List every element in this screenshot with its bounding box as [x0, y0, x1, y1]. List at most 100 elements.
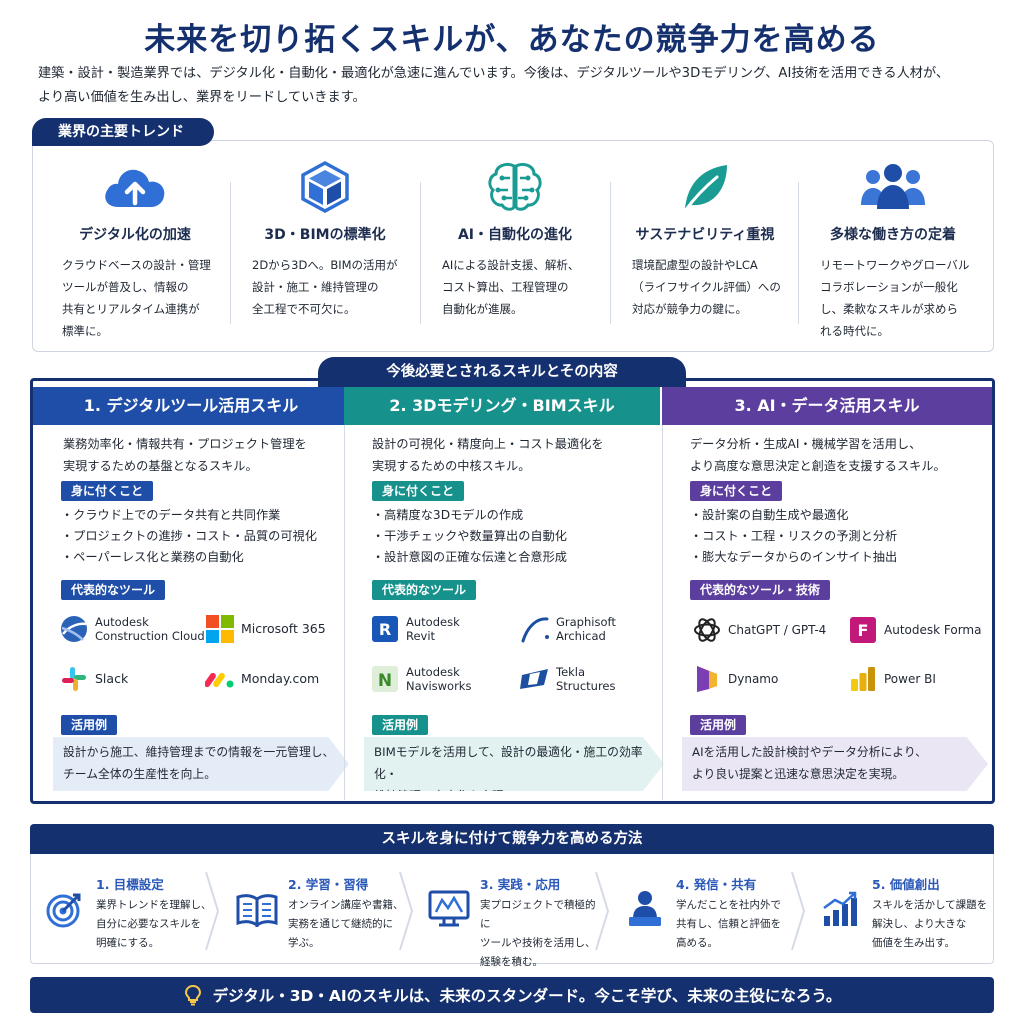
- method-step: 3. 実践・応用 実プロジェクトで積極的に ツールや技術を活用し、 経験を積む。: [420, 862, 610, 968]
- divider: [610, 182, 611, 324]
- trend-desc-line: リモートワークやグローバル: [820, 258, 970, 272]
- chevron-right-icon: [595, 871, 610, 951]
- autodesk-cc-logo-icon: [59, 614, 89, 644]
- example-box: AIを活用した設計検討やデータ分析により、 より良い提案と迅速な意思決定を実現。: [682, 737, 988, 791]
- tool-name-line: Graphisoft: [556, 615, 616, 629]
- tool-chatgpt: ChatGPT / GPT-4: [692, 612, 826, 648]
- divider: [420, 182, 421, 324]
- dynamo-logo-icon: [692, 664, 722, 694]
- trend-desc-line: れる時代に。: [820, 324, 889, 338]
- list-item: ・干渉チェックや数量算出の自動化: [372, 529, 567, 543]
- trend-title: 3D・BIMの標準化: [264, 227, 386, 243]
- tool-name-line: ChatGPT / GPT-4: [728, 623, 827, 637]
- step-desc-line: 実プロジェクトで積極的に: [480, 899, 596, 930]
- cloud-upload-icon: [40, 158, 230, 216]
- example-label: 活用例: [690, 715, 747, 735]
- presenter-icon: [624, 888, 666, 930]
- trend-desc: AIによる設計支援、解析、 コスト算出、工程管理の 自動化が進展。: [442, 254, 602, 320]
- trend-desc-line: 設計・施工・維持管理の: [252, 280, 379, 294]
- tool-name-line: Revit: [406, 629, 436, 643]
- intro-text: 建築・設計・製造業界では、デジタル化・自動化・最適化が急速に進んでいます。今後は…: [38, 62, 998, 110]
- cube-icon: [230, 158, 420, 216]
- tool-name-line: Microsoft 365: [241, 621, 326, 636]
- trend-item: 3D・BIMの標準化 2Dから3Dへ。BIMの活用が 設計・施工・維持管理の 全…: [230, 158, 420, 338]
- trend-desc-line: 2Dから3Dへ。BIMの活用が: [252, 258, 398, 272]
- skill-desc-line: 業務効率化・情報共有・プロジェクト管理を: [63, 437, 307, 451]
- trend-desc-line: 自動化が進展。: [442, 302, 523, 316]
- tekla-logo-icon: [520, 664, 550, 694]
- svg-text:N: N: [378, 671, 392, 691]
- tool-name: ChatGPT / GPT-4: [728, 623, 826, 637]
- tool-name-line: Archicad: [556, 629, 606, 643]
- trend-desc-line: ツールが普及し、情報の: [62, 280, 189, 294]
- tool-name-line: Power BI: [884, 672, 936, 686]
- tool-name-line: Autodesk: [95, 615, 149, 629]
- skill-desc-line: より高度な意思決定と創造を支援するスキル。: [690, 459, 946, 473]
- forma-logo-icon: F: [848, 615, 878, 645]
- svg-text:F: F: [858, 621, 869, 640]
- trend-title: デジタル化の加速: [79, 227, 191, 243]
- step-title: 1. 目標設定: [96, 877, 164, 892]
- tool-forma: F Autodesk Forma: [848, 612, 981, 648]
- list-item: ・プロジェクトの進捗・コスト・品質の可視化: [61, 529, 317, 543]
- monitor-icon: [428, 888, 470, 930]
- skill-column-digital: 1. デジタルツール活用スキル 業務効率化・情報共有・プロジェクト管理を 実現す…: [33, 381, 349, 801]
- trend-item: 多様な働き方の定着 リモートワークやグローバル コラボレーションが一般化 し、柔…: [798, 158, 988, 338]
- trend-desc-line: コスト算出、工程管理の: [442, 280, 569, 294]
- trend-title: 多様な働き方の定着: [830, 227, 956, 243]
- trend-item: デジタル化の加速 クラウドベースの設計・管理 ツールが普及し、情報の 共有とリア…: [40, 158, 230, 338]
- step-desc-line: 学んだことを社内外で: [676, 899, 781, 911]
- divider: [798, 182, 799, 324]
- brain-icon: [420, 158, 610, 216]
- trends-heading: 業界の主要トレンド: [32, 118, 214, 146]
- tool-name-line: Autodesk: [406, 615, 460, 629]
- archicad-logo-icon: [520, 614, 550, 644]
- trend-title: サステナビリティ重視: [635, 227, 775, 243]
- power-bi-logo-icon: [848, 664, 878, 694]
- skills-panel: [30, 378, 995, 804]
- step-desc: スキルを活かして課題を 解決し、より大きな 価値を生み出す。: [872, 896, 992, 953]
- trend-desc: リモートワークやグローバル コラボレーションが一般化 し、柔軟なスキルが求めら …: [820, 254, 980, 342]
- tool-name-line: Dynamo: [728, 672, 779, 686]
- slack-logo-icon: [59, 664, 89, 694]
- example-box: BIMモデルを活用して、設計の最適化・施工の効率化・ 維持管理の高度化を実現。: [364, 737, 664, 791]
- list-item: ・コスト・工程・リスクの予測と分析: [690, 529, 898, 543]
- step-desc-line: 自分に必要なスキルを: [96, 918, 201, 930]
- tool-microsoft-365: Microsoft 365: [205, 611, 326, 647]
- step-desc-line: オンライン講座や書籍、: [288, 899, 404, 911]
- example-line: BIMモデルを活用して、設計の最適化・施工の効率化・: [374, 745, 643, 781]
- trend-item: AI・自動化の進化 AIによる設計支援、解析、 コスト算出、工程管理の 自動化が…: [420, 158, 610, 338]
- trend-desc: クラウドベースの設計・管理 ツールが普及し、情報の 共有とリアルタイム連携が 標…: [62, 254, 222, 342]
- footer-banner: デジタル・3D・AIのスキルは、未来のスタンダード。今こそ学び、未来の主役になろ…: [30, 977, 994, 1013]
- book-icon: [236, 888, 278, 930]
- step-title: 3. 実践・応用: [480, 877, 561, 892]
- example-line: より良い提案と迅速な意思決定を実現。: [692, 767, 905, 781]
- example-line: 設計から施工、維持管理までの情報を一元管理し、: [63, 745, 335, 759]
- microsoft-logo-icon: [205, 614, 235, 644]
- learn-list: ・クラウド上でのデータ共有と共同作業 ・プロジェクトの進捗・コスト・品質の可視化…: [61, 505, 341, 568]
- step-desc-line: 業界トレンドを理解し、: [96, 899, 212, 911]
- trend-desc-line: AIによる設計支援、解析、: [442, 258, 580, 272]
- learn-label: 身に付くこと: [61, 481, 154, 501]
- method-step: 2. 学習・習得 オンライン講座や書籍、 実務を通じて継続的に 学ぶ。: [228, 862, 418, 958]
- step-desc-line: 価値を生み出す。: [872, 937, 955, 949]
- tool-dynamo: Dynamo: [692, 661, 778, 697]
- tool-name: Slack: [95, 672, 128, 686]
- step-desc-line: 経験を積む。: [480, 956, 543, 968]
- tool-name: Power BI: [884, 672, 936, 686]
- skill-desc-line: 実現するための中核スキル。: [372, 459, 531, 473]
- trend-desc-line: クラウドベースの設計・管理: [62, 258, 211, 272]
- navisworks-logo-icon: N: [370, 664, 400, 694]
- tools-label: 代表的なツール: [61, 580, 166, 600]
- trend-desc-line: 対応が競争力の鍵に。: [632, 302, 747, 316]
- target-icon: [44, 888, 86, 930]
- step-title: 2. 学習・習得: [288, 877, 369, 892]
- skill-desc: 業務効率化・情報共有・プロジェクト管理を 実現するための基盤となるスキル。: [63, 433, 333, 477]
- list-item: ・ペーパーレス化と業務の自動化: [61, 550, 244, 564]
